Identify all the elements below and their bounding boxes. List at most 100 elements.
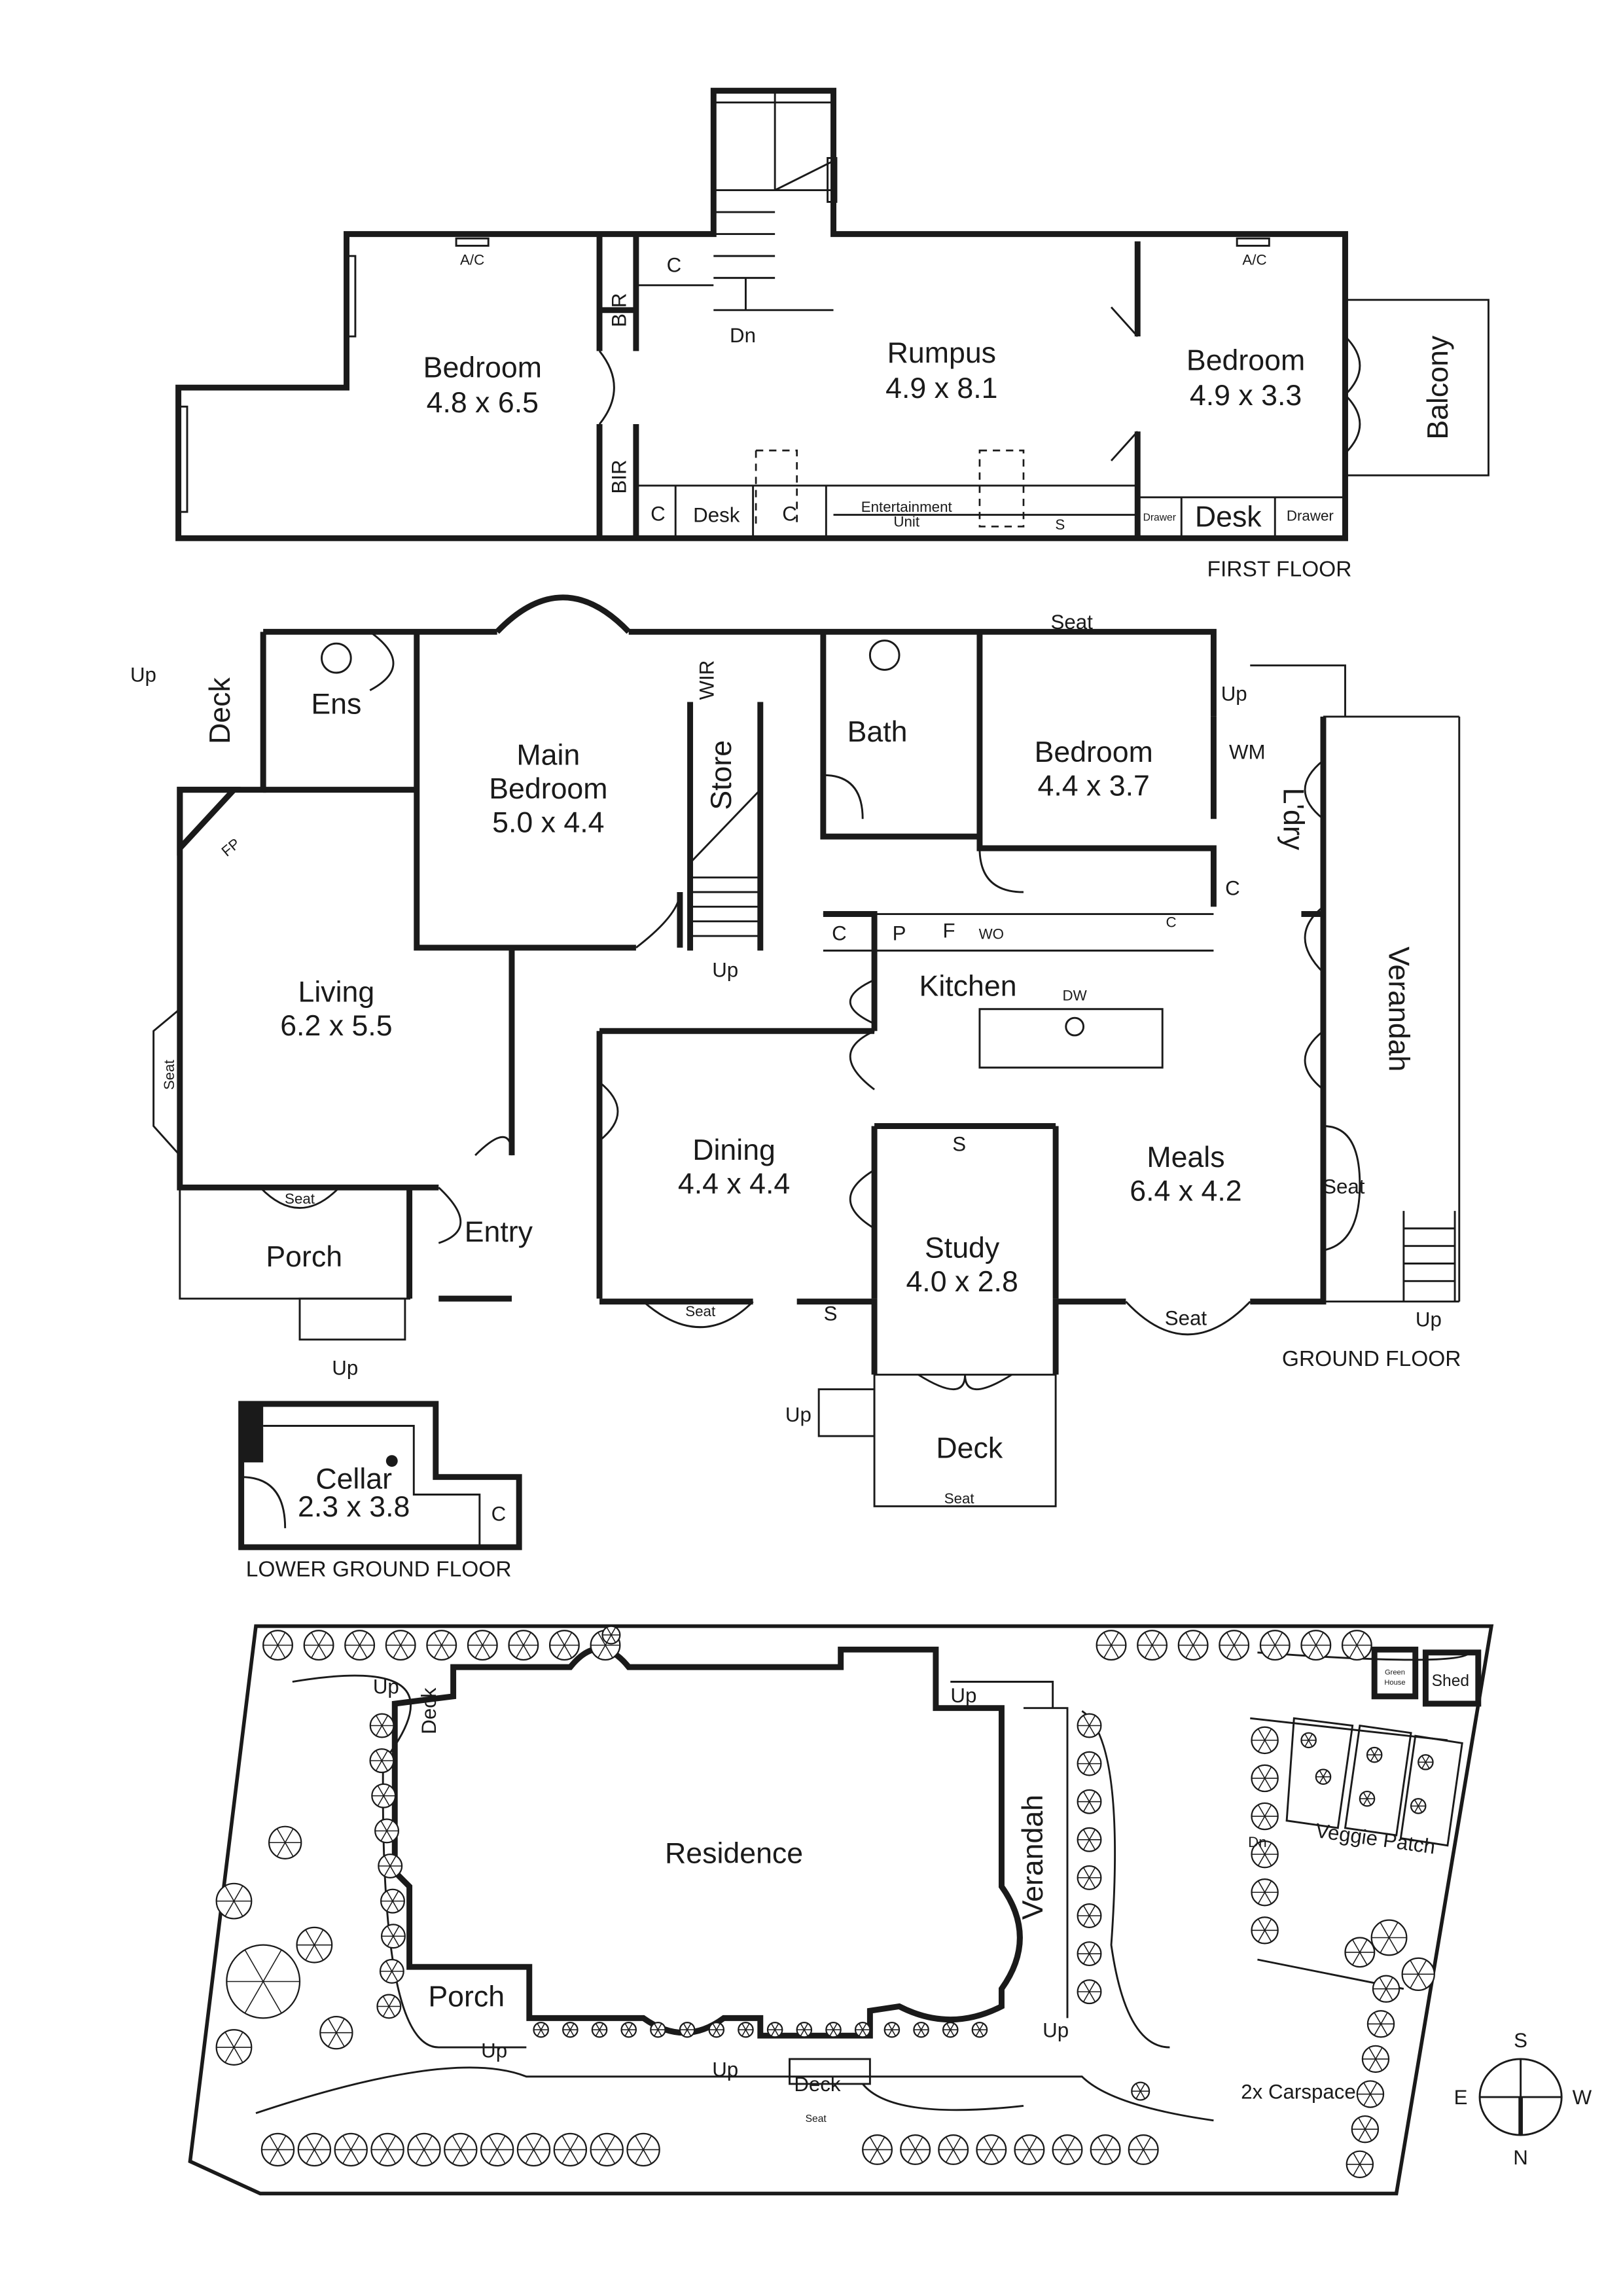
kitchen-label: Kitchen: [919, 971, 1017, 1003]
cupboard-label: C: [832, 922, 847, 945]
tree-icon: [590, 2132, 624, 2167]
tree-icon: [1014, 2134, 1045, 2165]
kitchen-counter: [823, 913, 1214, 1069]
room-name: Bedroom: [423, 352, 542, 384]
wall-oven-label: WO: [979, 926, 1004, 942]
tree-icon: [1137, 1630, 1168, 1661]
veggie-patch-label: Veggie Patch: [1314, 1819, 1436, 1858]
green-house-label: Green: [1385, 1668, 1405, 1676]
bir-label: BIR: [607, 293, 630, 327]
carspace-label: 2x Carspace: [1241, 2080, 1356, 2103]
shed-label: Shed: [1432, 1672, 1469, 1690]
tree-icon: [548, 1630, 580, 1661]
cellar-wall-fill: [241, 1403, 264, 1463]
balcony-outline: [1344, 298, 1489, 476]
tree-icon: [376, 1994, 402, 2019]
bir-label: BIR: [607, 459, 630, 493]
first-floor-plan: A/C A/C BIR BIR C Dn Bedroom 4.8 x 6.5 R…: [175, 88, 1489, 581]
tree-icon: [913, 2021, 929, 2038]
fireplace-label: FP: [219, 835, 243, 860]
room-name: Study: [925, 1232, 1000, 1265]
room-name: Living: [298, 977, 375, 1009]
room-name: Rumpus: [887, 337, 996, 369]
deck-label: Deck: [936, 1433, 1003, 1465]
site-plan: Up Deck Residence Up Verandah Porch Up U…: [188, 1624, 1494, 2196]
tree-icon: [369, 1713, 395, 1738]
tree-icon: [260, 2132, 295, 2167]
tree-icon: [883, 2021, 901, 2038]
tree-icon: [650, 2021, 666, 2038]
seat-label: Seat: [944, 1490, 975, 1507]
tree-icon: [380, 1888, 405, 1914]
up-label: Up: [950, 1684, 976, 1707]
cupboard-label: C: [651, 503, 666, 526]
sink-icon: [1065, 1016, 1085, 1037]
drawer-label: Drawer: [1143, 512, 1176, 524]
floor-title: FIRST FLOOR: [1207, 557, 1352, 581]
wir-label: WIR: [695, 660, 718, 700]
tree-icon: [303, 1630, 334, 1661]
ensuite-label: Ens: [311, 688, 361, 720]
fireplace: [177, 787, 241, 856]
first-floor-outer-wall: [175, 88, 1348, 541]
bay-seats: [152, 1008, 1361, 1336]
tree-icon: [444, 2132, 478, 2167]
down-label: Dn: [1248, 1834, 1267, 1850]
tree-icon: [1052, 2134, 1083, 2165]
tree-icon: [370, 2132, 404, 2167]
tree-icon: [1219, 1630, 1250, 1661]
tree-icon: [268, 1825, 302, 1859]
tree-icon: [1410, 1798, 1427, 1814]
tree-icon: [262, 1630, 293, 1661]
cupboard-label: C: [1225, 876, 1240, 899]
laundry-label: L'dry: [1277, 788, 1310, 851]
tree-icon: [1077, 1941, 1102, 1967]
dashed-furniture: [755, 449, 1025, 528]
tree-icon: [296, 1926, 333, 1964]
seat-label: Seat: [161, 1060, 177, 1090]
seat-label: Seat: [685, 1303, 716, 1319]
compass: S E W N: [1454, 2029, 1592, 2169]
up-label: Up: [712, 2058, 738, 2081]
tree-icon: [1077, 1827, 1102, 1852]
ac-unit: [1236, 237, 1270, 247]
cellar-wall: [238, 1401, 522, 1551]
tree-icon: [591, 2021, 608, 2038]
tree-icon: [796, 2021, 813, 2038]
seat-label: Seat: [1165, 1306, 1207, 1329]
stairs-down-label: Dn: [730, 324, 756, 347]
drawer-label: Drawer: [1287, 508, 1334, 524]
tree-icon: [379, 1958, 404, 1984]
ac-unit: [455, 237, 490, 247]
tree-icon: [407, 2132, 441, 2167]
shed: [1422, 1649, 1482, 1707]
tree-icon: [1344, 1937, 1376, 1968]
porch-label: Porch: [266, 1241, 342, 1273]
bay-window-main: [495, 594, 631, 634]
cupboard-label: C: [1166, 914, 1177, 931]
tree-icon: [385, 1630, 416, 1661]
deck-label: Deck: [418, 1687, 440, 1734]
light-icon: [385, 1455, 398, 1467]
tree-icon: [215, 1882, 253, 1920]
tree-icon: [976, 2134, 1007, 2165]
tree-icon: [369, 1748, 395, 1774]
residence-outline: [391, 1645, 1023, 2039]
up-label: Up: [712, 959, 738, 982]
room-size: 4.8 x 6.5: [427, 387, 539, 419]
window: [827, 156, 838, 203]
up-label: Up: [1221, 682, 1247, 705]
shelf-label: S: [1055, 516, 1065, 533]
floor-title: GROUND FLOOR: [1282, 1347, 1461, 1371]
rear-deck: [873, 1373, 1057, 1507]
compass-label: N: [1513, 2146, 1528, 2169]
stair-first: [635, 90, 834, 312]
ac-label: A/C: [1242, 252, 1266, 268]
desk-label: Desk: [1195, 501, 1262, 533]
tree-icon: [1300, 1630, 1332, 1661]
entertainment-label: Entertainment: [861, 499, 953, 515]
room-size: 4.0 x 2.8: [906, 1266, 1018, 1298]
wm-label: WM: [1229, 741, 1266, 764]
side-steps: [817, 1388, 876, 1437]
room-name: Bedroom: [1186, 344, 1305, 376]
